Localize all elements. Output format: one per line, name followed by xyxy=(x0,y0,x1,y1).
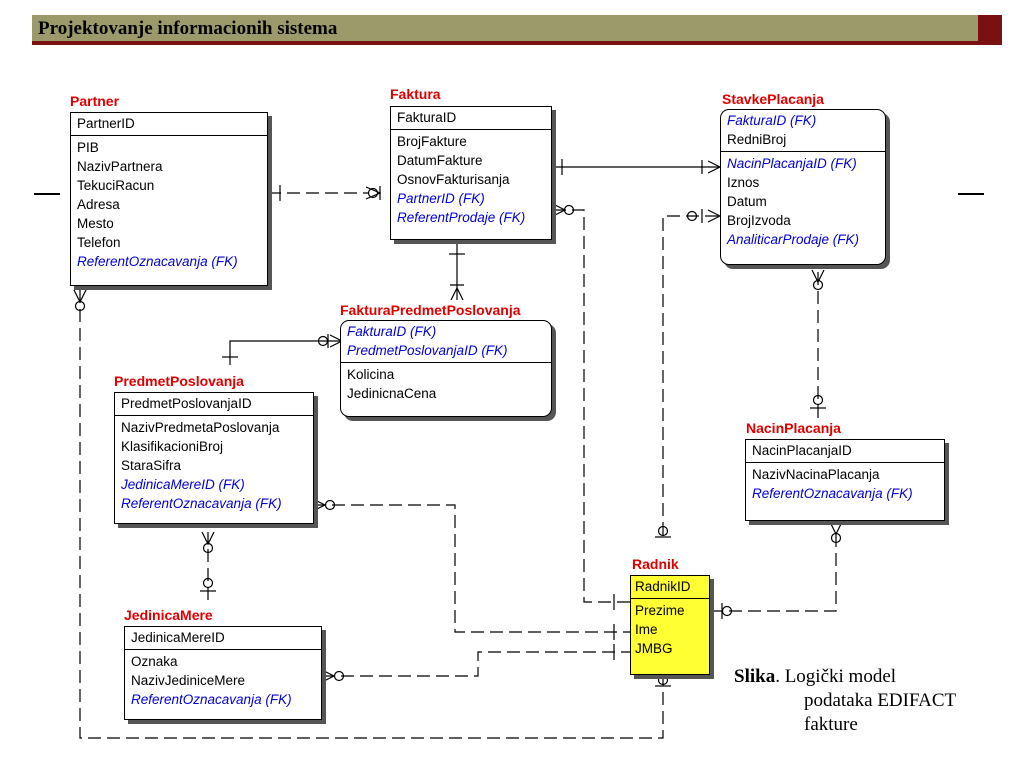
figure-caption: Slika. Logički model podataka EDIFACT fa… xyxy=(734,665,956,737)
attribute: Mesto xyxy=(77,216,114,231)
pk-attribute: PredmetPoslovanjaID xyxy=(121,396,252,411)
attribute: Kolicina xyxy=(347,367,395,382)
attribute-section: NazivPredmetaPoslovanja KlasifikacioniBr… xyxy=(115,416,313,515)
entity-box: FakturaID BrojFakture DatumFakture Osnov… xyxy=(390,106,552,240)
right-edge-mark xyxy=(958,193,984,195)
attribute: NazivPartnera xyxy=(77,159,163,174)
attribute: BrojIzvoda xyxy=(727,213,791,228)
rel-radnik-pp xyxy=(313,504,630,633)
attribute-section: NacinPlacanjaID (FK) Iznos Datum BrojIzv… xyxy=(721,152,885,251)
fk-attribute: ReferentOznacavanja (FK) xyxy=(77,254,238,269)
entity-box: FakturaID (FK) PredmetPoslovanjaID (FK) … xyxy=(340,320,552,417)
entity-box: FakturaID (FK) RedniBroj NacinPlacanjaID… xyxy=(720,109,886,265)
fk-attribute: ReferentProdaje (FK) xyxy=(397,210,526,225)
attribute-section: NazivNacinaPlacanja ReferentOznacavanja … xyxy=(746,463,944,505)
entity-box: PredmetPoslovanjaID NazivPredmetaPoslova… xyxy=(114,392,314,524)
attribute: JedinicnaCena xyxy=(347,386,437,401)
pk-attribute: JedinicaMereID xyxy=(131,630,225,645)
caption-line-1: . Logički model xyxy=(775,666,897,687)
entity-name: Partner xyxy=(70,93,120,109)
attribute-section: BrojFakture DatumFakture OsnovFakturisan… xyxy=(391,130,551,229)
entity-name: NacinPlacanja xyxy=(746,420,841,436)
attribute: Prezime xyxy=(635,603,685,618)
pk-attribute: RadnikID xyxy=(635,579,691,594)
attribute: NazivNacinaPlacanja xyxy=(752,467,880,482)
key-section: FakturaID xyxy=(391,107,551,130)
caption-label: Slika xyxy=(734,666,776,687)
attribute-section: Kolicina JedinicnaCena xyxy=(341,363,551,405)
attribute: PIB xyxy=(77,140,99,155)
header-underline xyxy=(32,41,1002,45)
key-section: FakturaID (FK) RedniBroj xyxy=(721,110,885,152)
pk-attribute: NacinPlacanjaID xyxy=(752,443,852,458)
attribute: TekuciRacun xyxy=(77,178,155,193)
entity-box: JedinicaMereID Oznaka NazivJediniceMere … xyxy=(124,626,322,720)
attribute: Oznaka xyxy=(131,654,178,669)
pk-fk-attribute: FakturaID (FK) xyxy=(727,113,817,128)
fk-attribute: AnaliticarProdaje (FK) xyxy=(727,232,860,247)
fk-attribute: ReferentOznacavanja (FK) xyxy=(131,692,292,707)
key-section: PredmetPoslovanjaID xyxy=(115,393,313,416)
entity-name: Radnik xyxy=(632,556,679,572)
header-corner-accent xyxy=(978,15,1002,41)
attribute: DatumFakture xyxy=(397,153,483,168)
page-title: Projektovanje informacionih sistema xyxy=(38,18,338,39)
pk-attribute: FakturaID xyxy=(397,110,457,125)
entity-box: RadnikID Prezime Ime JMBG xyxy=(630,575,710,675)
pk-fk-attribute: FakturaID (FK) xyxy=(347,324,437,339)
pk-fk-attribute: PredmetPoslovanjaID (FK) xyxy=(347,343,508,358)
attribute: Iznos xyxy=(727,175,760,190)
attribute-section: Oznaka NazivJediniceMere ReferentOznacav… xyxy=(125,650,321,711)
caption-line-3: fakture xyxy=(804,714,858,735)
attribute: OsnovFakturisanja xyxy=(397,172,510,187)
rel-radnik-jm xyxy=(322,651,630,677)
attribute: KlasifikacioniBroj xyxy=(121,439,224,454)
attribute-section: Prezime Ime JMBG xyxy=(631,599,709,660)
key-section: FakturaID (FK) PredmetPoslovanjaID (FK) xyxy=(341,321,551,363)
fk-attribute: NacinPlacanjaID (FK) xyxy=(727,156,857,171)
attribute: NazivPredmetaPoslovanja xyxy=(121,420,280,435)
attribute: Datum xyxy=(727,194,767,209)
attribute-section: PIB NazivPartnera TekuciRacun Adresa Mes… xyxy=(71,136,267,273)
key-section: JedinicaMereID xyxy=(125,627,321,650)
caption-line-2: podataka EDIFACT xyxy=(804,690,957,711)
entity-name: FakturaPredmetPoslovanja xyxy=(340,302,521,318)
attribute: NazivJediniceMere xyxy=(131,673,246,688)
attribute: StaraSifra xyxy=(121,458,182,473)
fk-attribute: ReferentOznacavanja (FK) xyxy=(121,496,282,511)
key-section: NacinPlacanjaID xyxy=(746,440,944,463)
attribute: BrojFakture xyxy=(397,134,467,149)
fk-attribute: PartnerID (FK) xyxy=(397,191,485,206)
left-edge-mark xyxy=(34,193,60,195)
entity-name: Faktura xyxy=(390,86,441,102)
attribute: Adresa xyxy=(77,197,120,212)
rel-radnik-stavke xyxy=(662,215,720,535)
entity-name: PredmetPoslovanja xyxy=(114,373,244,389)
header-bar: Projektovanje informacionih sistema xyxy=(32,15,978,41)
pk-attribute: PartnerID xyxy=(77,116,135,131)
key-section: RadnikID xyxy=(631,576,709,599)
rel-radnik-np xyxy=(710,534,837,612)
entity-box: PartnerID PIB NazivPartnera TekuciRacun … xyxy=(70,112,268,286)
fk-attribute: ReferentOznacavanja (FK) xyxy=(752,486,913,501)
attribute: Telefon xyxy=(77,235,121,250)
entity-name: JedinicaMere xyxy=(124,607,213,623)
entity-box: NacinPlacanjaID NazivNacinaPlacanja Refe… xyxy=(745,439,945,521)
attribute: Ime xyxy=(635,622,658,637)
key-section: PartnerID xyxy=(71,113,267,136)
rel-radnik-faktura xyxy=(553,209,630,603)
entity-name: StavkePlacanja xyxy=(722,91,824,107)
fk-attribute: JedinicaMereID (FK) xyxy=(121,477,245,492)
pk-attribute: RedniBroj xyxy=(727,132,787,147)
attribute: JMBG xyxy=(635,641,673,656)
